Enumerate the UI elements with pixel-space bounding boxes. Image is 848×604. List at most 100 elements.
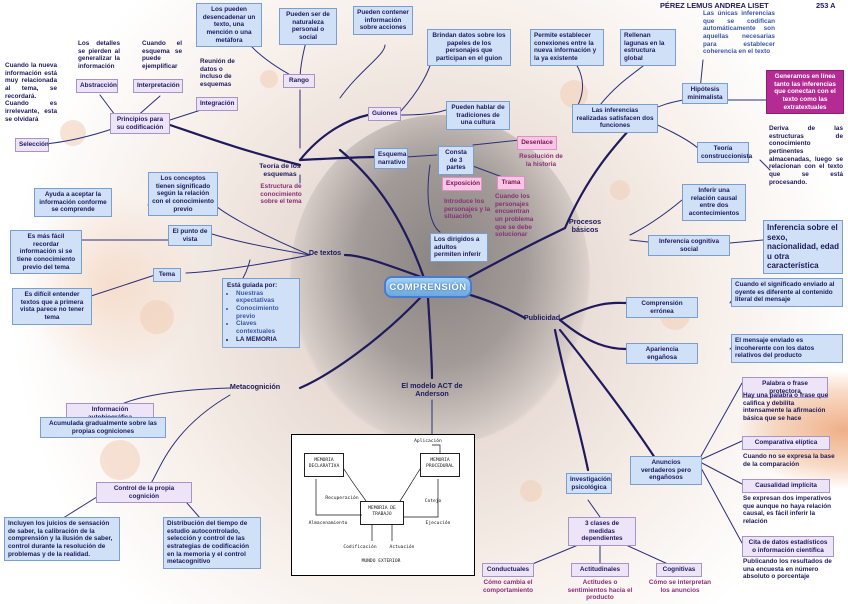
guiones-roles-box: Brindan datos sobre los papeles de los p…: [427, 29, 511, 66]
background-dot: [260, 70, 278, 88]
punto-vista-box-2: Es más fácil recordar información si se …: [10, 230, 82, 275]
author-name: PÉREZ LEMUS ANDREA LISET: [660, 1, 769, 10]
procedural-label: MEMORIA PROCEDURAL: [426, 458, 454, 469]
control-box-2: Distribución del tiempo de estudio autoc…: [163, 517, 261, 570]
conductuales-label: Conductuales: [482, 563, 534, 577]
actitudinales-label: Actitudinales: [571, 563, 629, 577]
palabra-protectora-desc: Hay una palabra o frase que califica y d…: [743, 392, 829, 423]
minimalista-desc: Las únicas inferencias que se codifican …: [703, 10, 775, 56]
hipotesis-minimalista-label: Hipótesis minimalista: [682, 83, 728, 105]
tres-clases-label: 3 clases de medidas dependientes: [568, 517, 636, 547]
abstraccion-desc: Los detalles se pierden al generalizar l…: [78, 40, 120, 71]
working-memory-label: MEMORIA DE TRABAJO: [368, 506, 396, 517]
almacenamiento-label: Almacenamiento: [308, 521, 348, 526]
act-model-node: El modelo ACT de Anderson: [401, 381, 463, 399]
extratextuales-box: Generamos en línea tanto las inferencias…: [766, 70, 844, 115]
consta-3-partes-box: Consta de 3 partes: [438, 146, 474, 176]
tema-label: Tema: [153, 268, 181, 282]
actuacion-label: Actuación: [389, 545, 415, 550]
adultos-inferir-box: Los dirigidos a adultos permiten inferir: [430, 233, 488, 263]
apariencia-enganosa-label: Apariencia engañosa: [626, 343, 698, 365]
anuncios-label: Anuncios verdaderos pero engañosos: [630, 456, 702, 486]
guiada-item: Claves contextuales: [236, 320, 295, 335]
cognitivas-desc: Cómo se interpretan los anuncios: [648, 579, 712, 594]
punto-vista-label: El punto de vista: [168, 225, 212, 247]
cita-datos-label: Cita de datos estadísticos o información…: [742, 536, 834, 558]
declarative-box: [304, 453, 344, 477]
lagunas-box: Rellenan lagunas en la estructura global: [620, 29, 676, 66]
investigacion-psicologica-label: Investigación psicológica: [566, 473, 612, 495]
desenlace-label: Desenlace: [517, 136, 557, 150]
codificacion-label: Codificación: [343, 545, 377, 550]
rango-trigger-box: Los pueden desencadenar un texto, una me…: [196, 3, 262, 48]
procesos-basicos-node: Procesos básicos: [568, 217, 602, 235]
seleccion-label: Selección: [15, 138, 49, 152]
inferencias-realizadas-label: Las inferencias realizadas satisfacen do…: [572, 104, 658, 134]
background-dot: [560, 80, 588, 108]
guiones-tradition-box: Pueden hablar de tradiciones de una cult…: [446, 101, 510, 131]
interpretacion-label: Interpretación: [133, 79, 183, 93]
recuperacion-label: Recuperación: [325, 496, 359, 501]
background-dot: [100, 440, 140, 480]
background-dot: [610, 180, 630, 200]
guiada-list: Nuestras expectativas Conocimiento previ…: [227, 290, 295, 344]
actitudinales-desc: Actitudes o sentimientos hacia el produc…: [567, 579, 633, 602]
esquema-narrativo-label: Esquema narrativo: [374, 148, 408, 170]
integracion-desc: Reunión de datos o incluso de esquemas: [200, 58, 235, 89]
interpretacion-desc: Cuando el esquema se puede ejemplificar: [142, 40, 182, 71]
trama-desc: Cuando los personajes encuentran un prob…: [495, 193, 534, 239]
act-arrows: [315, 444, 441, 541]
causalidad-implicita-desc: Se expresan dos imperativos que aunque n…: [743, 495, 832, 526]
comparativa-eliptica-label: Comparativa elíptica: [742, 436, 830, 450]
inferencia-social-label: Inferencia cognitiva social: [648, 235, 730, 257]
guiada-box: Está guiada por: Nuestras expectativas C…: [222, 278, 300, 348]
conexiones-box: Permite establecer conexiones entre la n…: [530, 29, 604, 66]
comprension-erronea-box: Cuando el significado enviado al oyente …: [731, 278, 843, 308]
punto-vista-box-1: Ayuda a aceptar la información conforme …: [34, 188, 112, 218]
teoria-construccionista-label: Teoría construccionista: [697, 142, 752, 164]
trama-label: Trama: [497, 176, 525, 190]
background-dot: [520, 480, 542, 502]
mundo-exterior-label: MUNDO EXTERIOR: [361, 559, 401, 564]
abstraccion-label: Abstracción: [76, 79, 118, 93]
control-cognicion-label: Control de la propia cognición: [96, 482, 192, 504]
rango-actions-box: Pueden contener información sobre accion…: [353, 6, 413, 36]
cita-datos-desc: Publicando los resultados de una encuest…: [743, 558, 832, 581]
procedural-box: [420, 453, 460, 477]
act-diagram: MEMORIA DECLARATIVA MEMORIA PROCEDURAL M…: [291, 434, 475, 576]
inferencia-social-box: Inferencia sobre el sexo, nacionalidad, …: [763, 220, 843, 274]
guiada-title: Está guiada por:: [227, 282, 278, 289]
cognitivas-label: Cognitivas: [656, 563, 702, 577]
apariencia-enganosa-box: El mensaje enviado es incoherente con lo…: [731, 334, 843, 364]
background-dot: [140, 300, 174, 334]
rango-label: Rango: [283, 74, 315, 88]
guiada-item: Conocimiento previo: [236, 305, 295, 320]
metacognicion-node: Metacognición: [229, 382, 281, 391]
de-textos-node: De textos: [308, 248, 342, 257]
comparativa-eliptica-desc: Cuando no se expresa la base de la compa…: [743, 453, 835, 468]
relacion-causal-box: Inferir una relación causal entre dos ac…: [682, 184, 746, 221]
causalidad-implicita-label: Causalidad implícita: [742, 479, 830, 493]
seleccion-desc: Cuando la nueva información está muy rel…: [5, 62, 57, 123]
publicidad-node: Publicidad: [523, 313, 561, 322]
cotejo-label: Cotejo: [424, 499, 442, 504]
working-memory-box: [360, 501, 404, 525]
palabra-protectora-label: Palabra o frase protectora: [742, 377, 828, 399]
construccionista-desc: Deriva de las estructuras de conocimient…: [769, 125, 843, 186]
declarative-label: MEMORIA DECLARATIVA: [308, 458, 340, 469]
aplicacion-label: Aplicación: [414, 439, 442, 444]
estructura-conocimiento: Estructura de conocimiento sobre el tema: [260, 183, 302, 206]
tema-box: Es difícil entender textos que a primera…: [12, 288, 92, 325]
guiada-item: LA MEMORIA: [236, 336, 295, 344]
comprension-erronea-label: Comprensión errónea: [626, 297, 698, 319]
guiada-item: Nuestras expectativas: [236, 290, 295, 305]
central-title: COMPRENSIÓN: [384, 276, 472, 298]
conceptos-box: Los conceptos tienen significado según l…: [148, 172, 218, 217]
exposicion-label: Exposición: [442, 177, 482, 191]
autobiografica-box: Acumulada gradualmente sobre las propias…: [40, 417, 166, 439]
teoria-esquemas-node: Teoría de los esquemas: [259, 163, 301, 178]
control-box-1: Incluyen los juicios de sensación de sab…: [4, 517, 120, 562]
ejecucion-label: Ejecución: [425, 521, 451, 526]
conductuales-desc: Cómo cambia el comportamiento: [482, 579, 534, 594]
